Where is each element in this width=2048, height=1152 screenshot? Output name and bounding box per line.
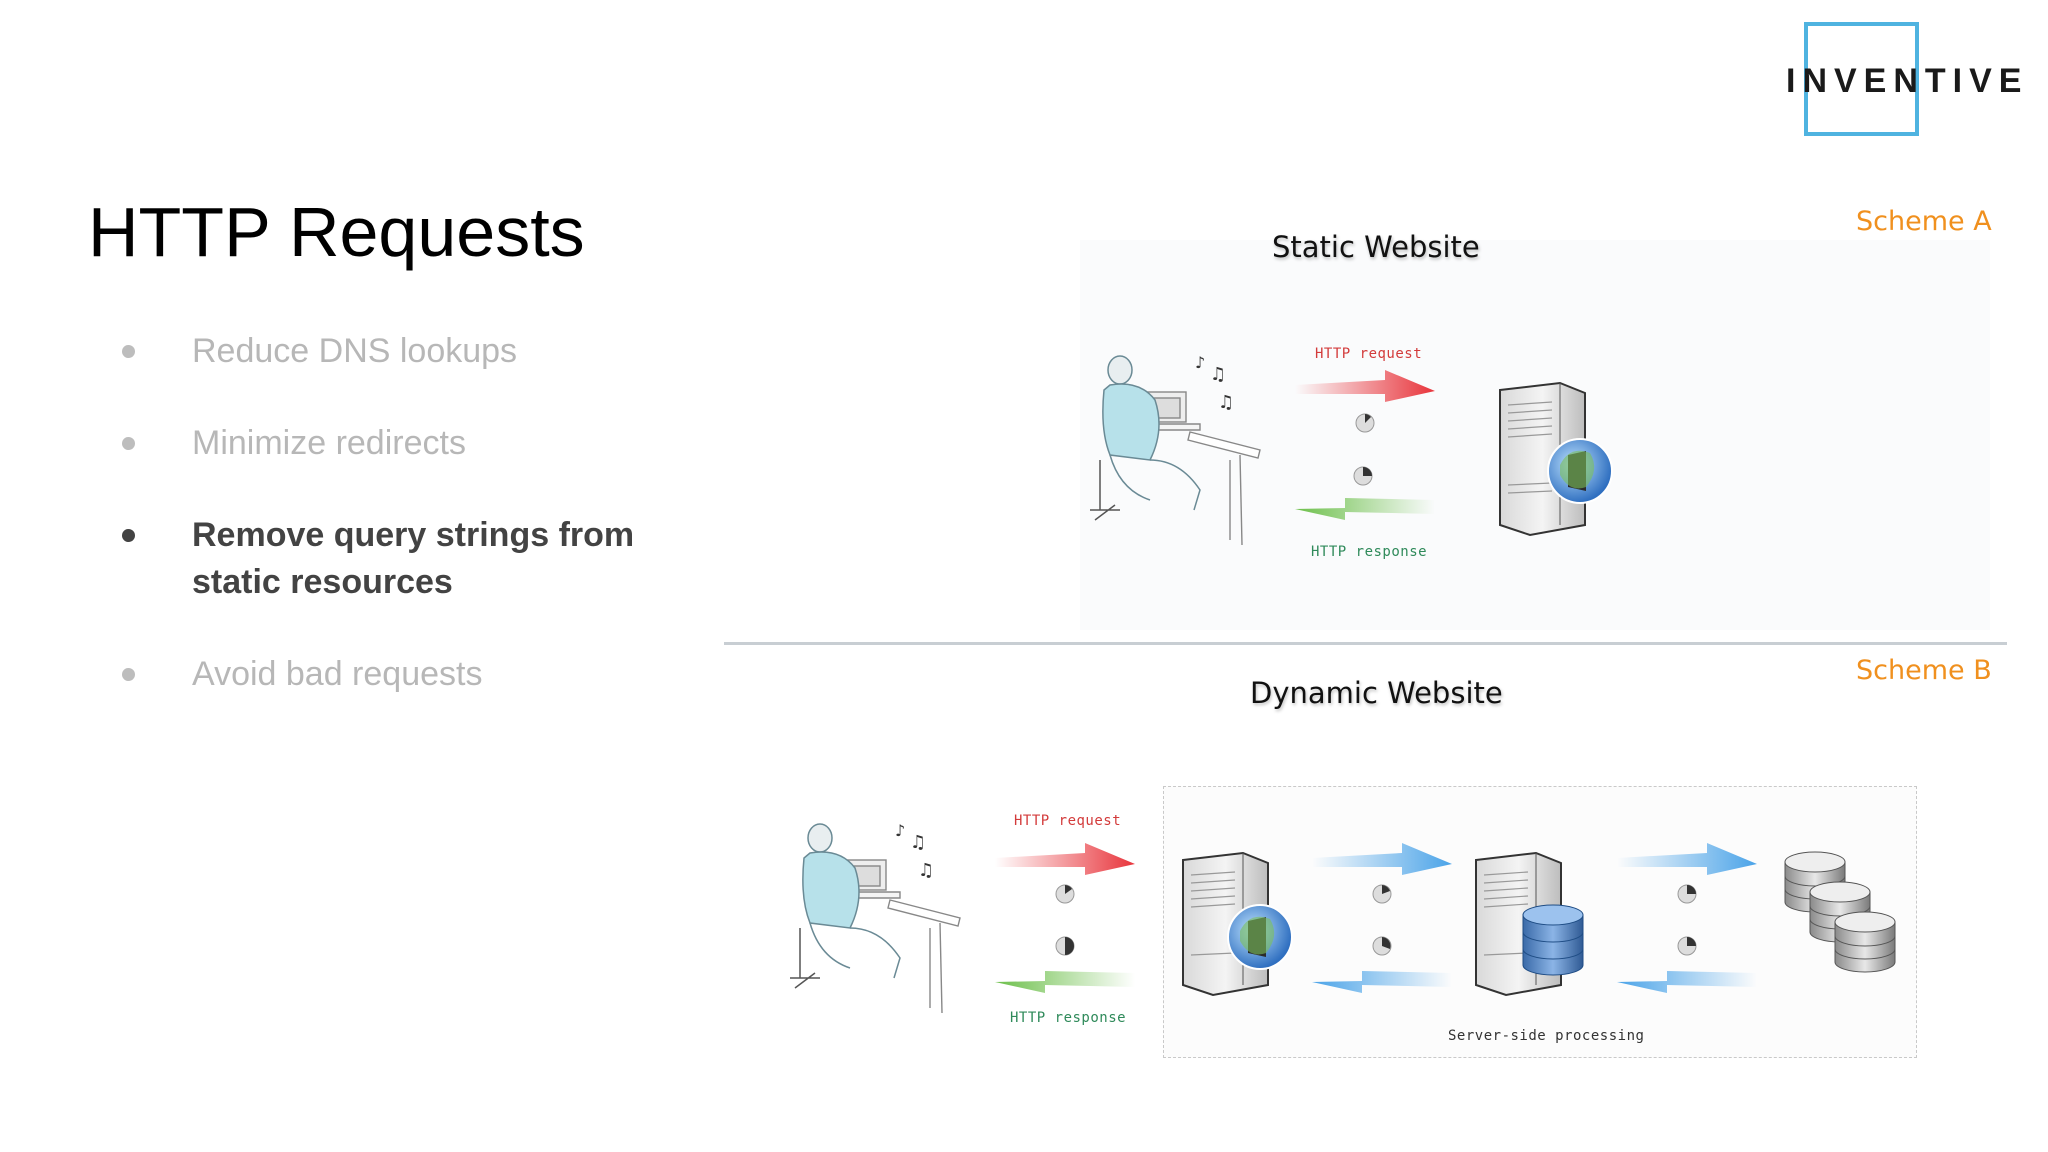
slide-title: HTTP Requests bbox=[88, 193, 585, 271]
svg-text:♪: ♪ bbox=[895, 821, 905, 840]
response-arrow-icon bbox=[1295, 498, 1435, 520]
request-arrow-icon bbox=[995, 843, 1135, 875]
bullet-item-active: Remove query strings from static resourc… bbox=[120, 512, 680, 606]
bullet-dot-icon bbox=[122, 668, 135, 681]
http-response-label: HTTP response bbox=[1010, 1010, 1127, 1026]
database-cluster-icon bbox=[1784, 851, 1896, 973]
scheme-b-title: Dynamic Website bbox=[1250, 676, 1503, 710]
request-response-arrows bbox=[995, 843, 1135, 993]
forward-arrow-icon bbox=[1312, 843, 1452, 875]
app-server-icon bbox=[1475, 851, 1584, 997]
bullet-text: Remove query strings from static resourc… bbox=[192, 516, 635, 601]
web-server-icon bbox=[1182, 851, 1293, 997]
request-response-arrows bbox=[1295, 370, 1435, 520]
http-request-label: HTTP request bbox=[1014, 813, 1122, 829]
bullet-text: Minimize redirects bbox=[192, 424, 466, 462]
svg-text:♪: ♪ bbox=[1195, 353, 1205, 372]
forward-arrow-icon bbox=[1617, 843, 1757, 875]
svg-text:♫: ♫ bbox=[918, 860, 934, 881]
server-side-processing-label: Server-side processing bbox=[1448, 1028, 1645, 1044]
bullet-text: Avoid bad requests bbox=[192, 655, 483, 693]
bullet-item: Avoid bad requests bbox=[120, 651, 680, 698]
http-response-label: HTTP response bbox=[1311, 544, 1428, 560]
database-icon bbox=[1522, 904, 1584, 976]
internal-arrows bbox=[1617, 843, 1757, 993]
bullet-item: Reduce DNS lookups bbox=[120, 328, 680, 375]
scheme-divider bbox=[724, 642, 2007, 645]
svg-text:♫: ♫ bbox=[1210, 364, 1226, 385]
bullet-text: Reduce DNS lookups bbox=[192, 332, 518, 370]
http-request-label: HTTP request bbox=[1315, 346, 1423, 362]
scheme-a-title: Static Website bbox=[1272, 230, 1480, 264]
request-arrow-icon bbox=[1295, 370, 1435, 402]
brand-logo: INVENTIVE bbox=[1786, 62, 2029, 100]
back-arrow-icon bbox=[1312, 971, 1452, 993]
scheme-a-label: Scheme A bbox=[1856, 206, 1992, 237]
svg-text:♫: ♫ bbox=[1218, 392, 1234, 413]
svg-text:♫: ♫ bbox=[910, 832, 926, 853]
bullet-list: Reduce DNS lookups Minimize redirects Re… bbox=[120, 328, 680, 698]
logo-frame bbox=[1804, 22, 1919, 136]
scheme-b-label: Scheme B bbox=[1856, 655, 1992, 686]
bullet-item: Minimize redirects bbox=[120, 420, 680, 467]
bullet-dot-icon bbox=[122, 345, 135, 358]
response-arrow-icon bbox=[995, 971, 1135, 993]
bullet-dot-icon bbox=[122, 437, 135, 450]
internal-arrows bbox=[1312, 843, 1452, 993]
back-arrow-icon bbox=[1617, 971, 1757, 993]
user-at-computer-icon: ♪ ♫ ♫ bbox=[1090, 353, 1261, 546]
bullet-dot-icon bbox=[122, 529, 135, 542]
user-at-computer-icon: ♪ ♫ ♫ bbox=[790, 821, 961, 1014]
web-server-icon bbox=[1499, 381, 1613, 537]
